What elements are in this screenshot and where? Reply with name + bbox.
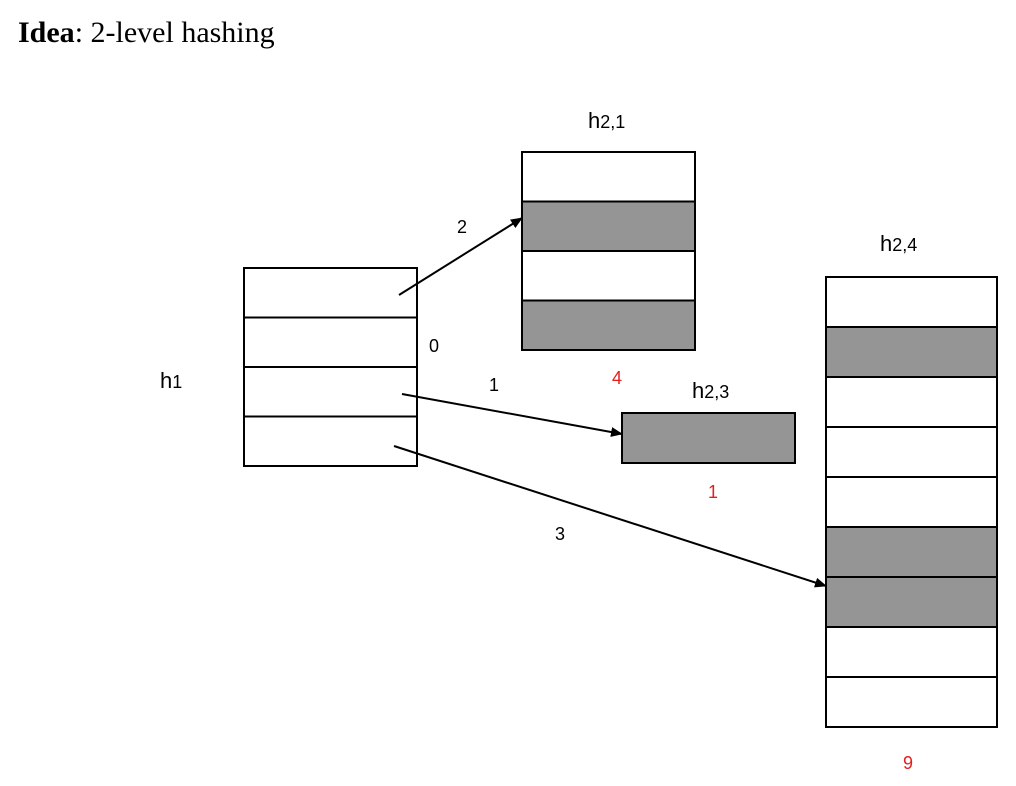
primary-table-slot-0 <box>243 267 418 319</box>
secondary-table-h24-label: h2,4 <box>880 231 917 256</box>
secondary-table-h21-slot-3 <box>521 299 696 351</box>
secondary-table-h24-slot-3 <box>825 426 998 478</box>
primary-table-label: h1 <box>160 368 182 393</box>
secondary-table-h21 <box>521 151 696 351</box>
secondary-table-h23-count: 1 <box>708 482 718 502</box>
secondary-table-h24-slot-4 <box>825 476 998 528</box>
title-bold: Idea <box>18 16 75 49</box>
pointer-arrow-slot0 <box>398 217 523 296</box>
secondary-table-h23-slot-0 <box>621 412 796 464</box>
secondary-table-h24-slot-0 <box>825 276 998 328</box>
page-title: Idea: 2-level hashing <box>18 16 275 50</box>
secondary-table-h24 <box>825 276 998 728</box>
secondary-table-h24-slot-5 <box>825 526 998 578</box>
secondary-table-h21-slot-2 <box>521 250 696 302</box>
primary-table <box>243 267 418 467</box>
primary-table-slot-3 <box>243 415 418 467</box>
secondary-table-h21-label: h2,1 <box>588 108 625 133</box>
pointer-arrow-slot3 <box>393 445 827 588</box>
secondary-table-h24-slot-7 <box>825 626 998 678</box>
pointer-label-0: 0 <box>429 336 439 356</box>
secondary-table-h24-slot-2 <box>825 376 998 428</box>
secondary-table-h21-count: 4 <box>612 368 622 388</box>
secondary-table-h23-label: h2,3 <box>692 378 729 403</box>
pointer-arrow-slot2 <box>401 393 623 437</box>
primary-table-slot-2 <box>243 366 418 418</box>
secondary-table-h24-slot-6 <box>825 576 998 628</box>
secondary-table-h23 <box>621 412 796 464</box>
secondary-table-h24-slot-1 <box>825 326 998 378</box>
secondary-table-h24-count: 9 <box>903 753 913 773</box>
secondary-table-h21-slot-0 <box>521 151 696 203</box>
secondary-table-h24-slot-8 <box>825 676 998 728</box>
title-rest: : 2-level hashing <box>74 16 275 49</box>
primary-table-slot-1 <box>243 316 418 368</box>
pointer-label-2: 2 <box>457 217 467 237</box>
pointer-label-1: 1 <box>489 375 499 395</box>
secondary-table-h21-slot-1 <box>521 200 696 252</box>
pointer-label-3: 3 <box>555 524 565 544</box>
